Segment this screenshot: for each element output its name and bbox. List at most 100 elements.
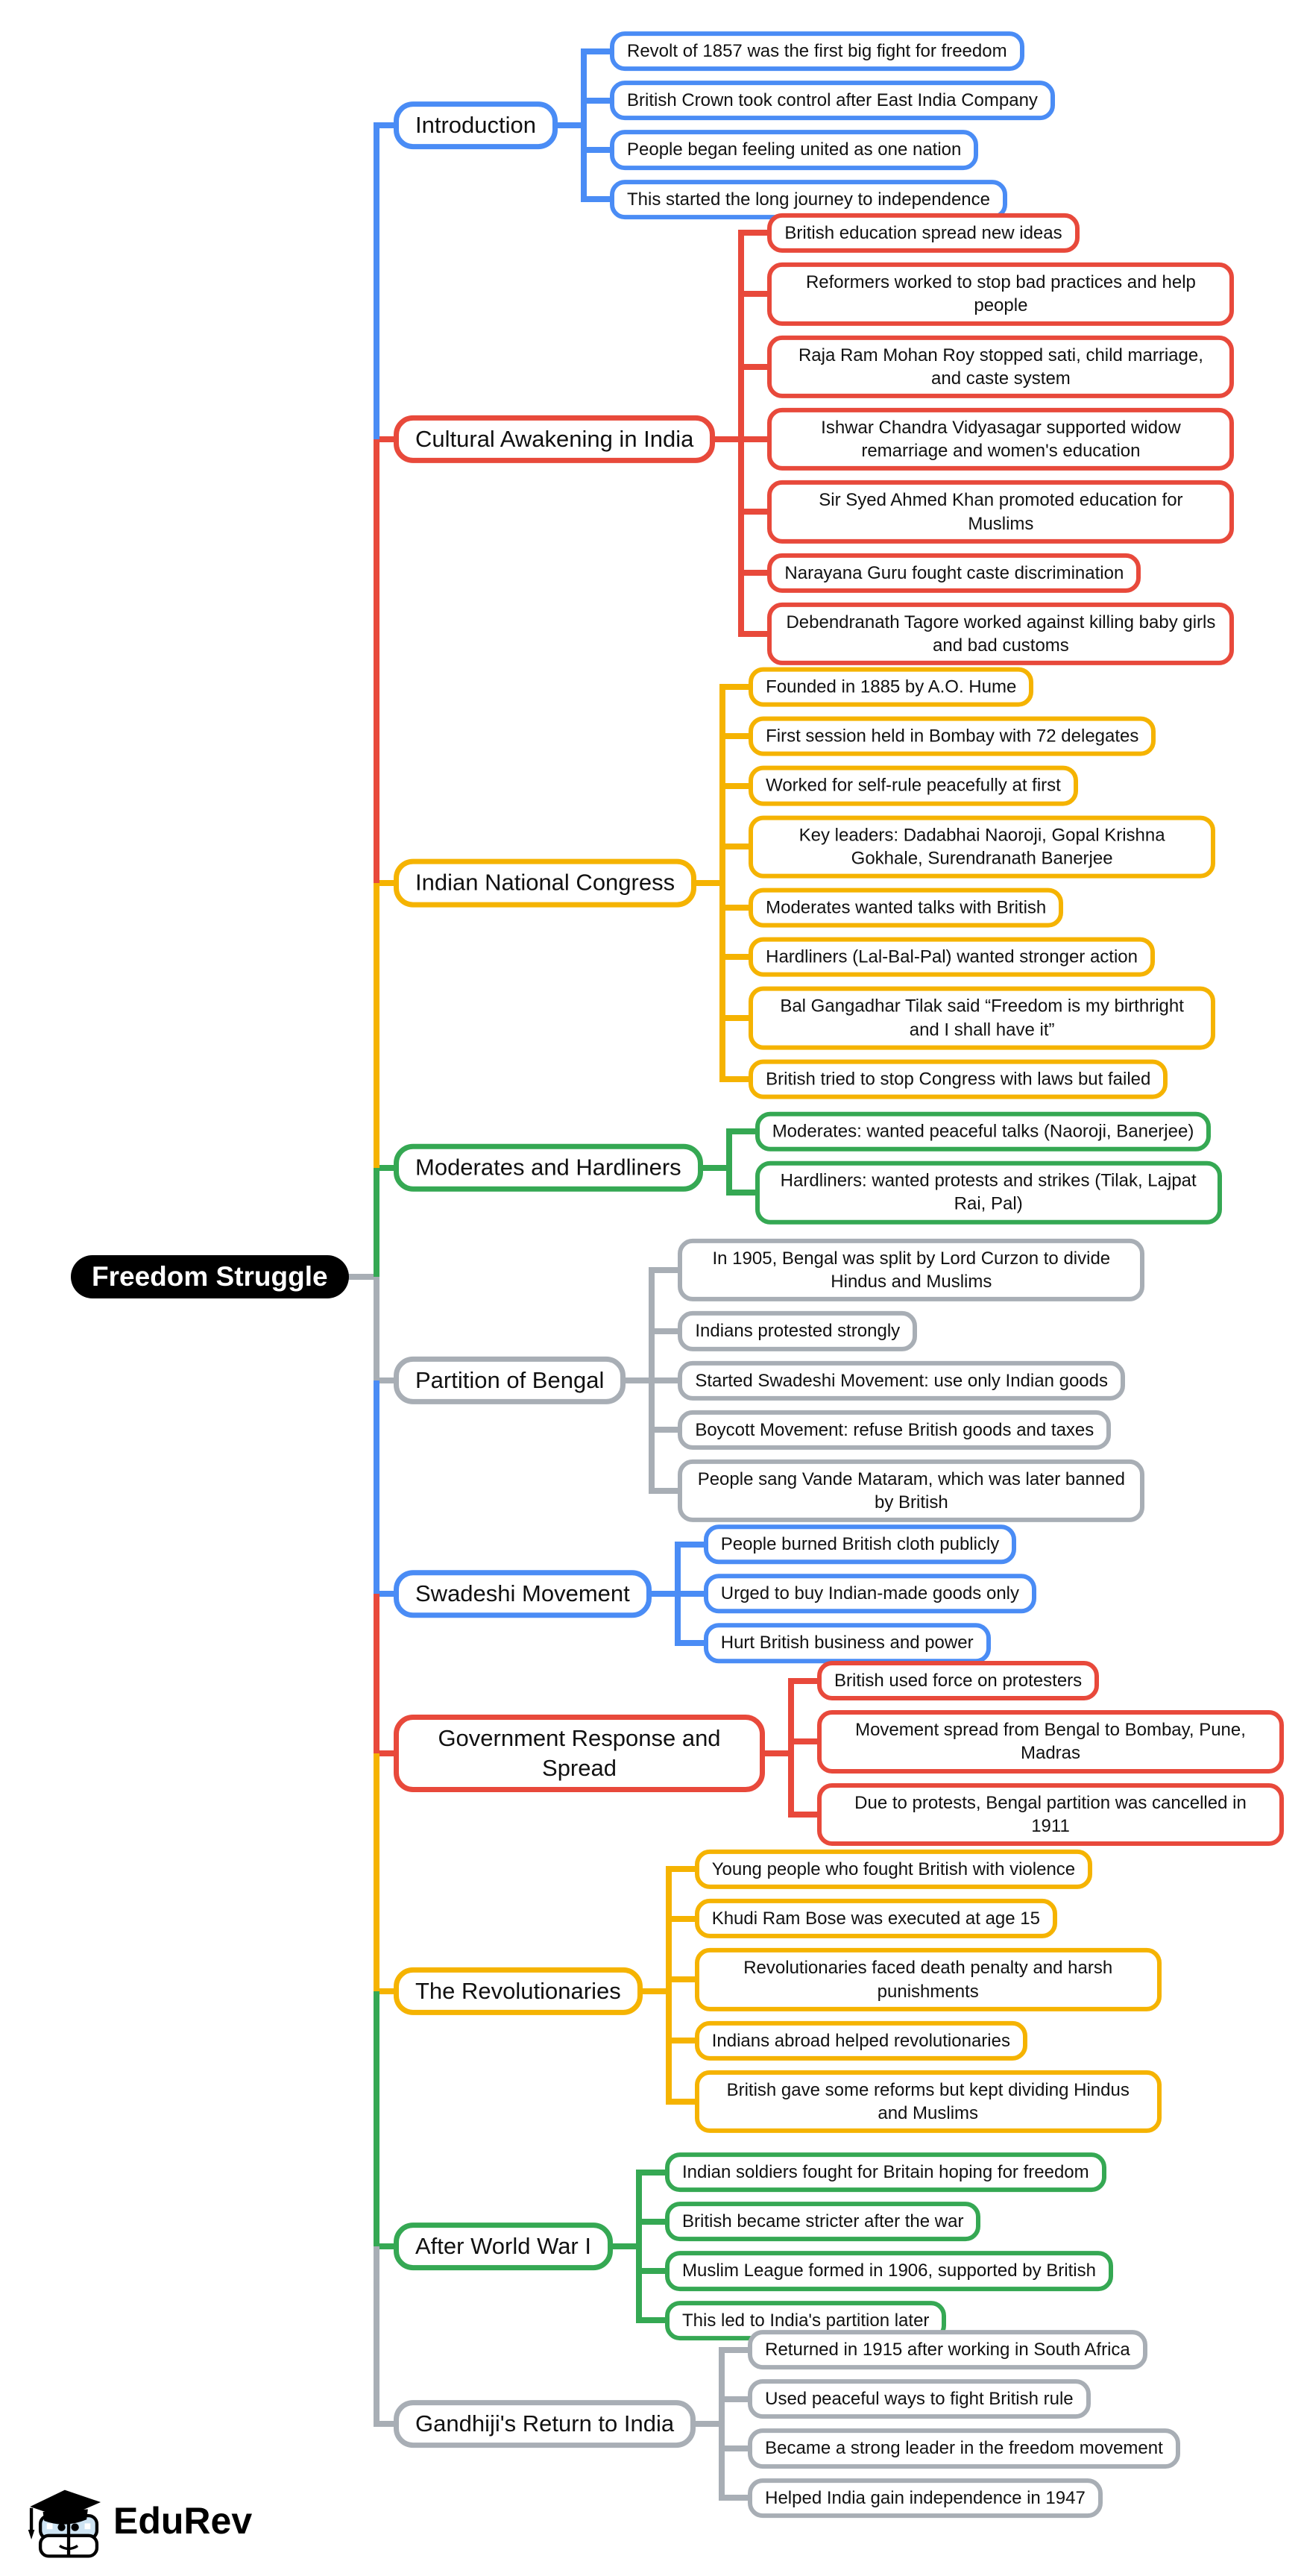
leaf-node: Hardliners: wanted protests and strikes … bbox=[755, 1160, 1222, 1225]
topic-node-the-revolutionaries: The Revolutionaries bbox=[394, 1967, 643, 2016]
leaf-node: In 1905, Bengal was split by Lord Curzon… bbox=[678, 1238, 1145, 1302]
topic-node-moderates-and-hardliners: Moderates and Hardliners bbox=[394, 1143, 703, 1193]
connector-line bbox=[374, 1168, 379, 1277]
connector-line bbox=[719, 2347, 751, 2353]
leaf-node: Helped India gain independence in 1947 bbox=[748, 2478, 1103, 2518]
connector-line bbox=[374, 1988, 397, 1994]
leaf-node: Used peaceful ways to fight British rule bbox=[748, 2379, 1091, 2419]
connector-line bbox=[374, 1591, 397, 1597]
leaf-group: In 1905, Bengal was split by Lord Curzon… bbox=[678, 1238, 1145, 1523]
connector-line bbox=[374, 1165, 397, 1171]
connector-line bbox=[344, 1274, 380, 1280]
leaf-group: Young people who fought British with vio… bbox=[694, 1849, 1162, 2134]
leaf-group: Returned in 1915 after working in South … bbox=[748, 2330, 1180, 2518]
connector-line bbox=[788, 1738, 820, 1744]
branch-indian-national-congress: Indian National Congress Founded in 1885 … bbox=[394, 667, 1216, 1099]
connector-line bbox=[719, 783, 752, 789]
leaf-node: British used force on protesters bbox=[817, 1661, 1100, 1701]
connector-line bbox=[788, 1812, 820, 1818]
connector-line bbox=[693, 2421, 725, 2427]
edurev-logo-icon bbox=[28, 2489, 101, 2558]
leaf-node: Revolutionaries faced death penalty and … bbox=[694, 1948, 1162, 2011]
connector-line bbox=[700, 1165, 732, 1171]
root-node: Freedom Struggle bbox=[71, 1255, 349, 1298]
connector-line bbox=[374, 2421, 397, 2427]
connector-line bbox=[623, 1377, 655, 1383]
leaf-node: British Crown took control after East In… bbox=[610, 81, 1055, 121]
leaf-node: Hardliners (Lal-Bal-Pal) wanted stronger… bbox=[749, 937, 1155, 977]
connector-line bbox=[738, 631, 770, 637]
connector-line bbox=[374, 1753, 379, 1991]
leaf-node: Indian soldiers fought for Britain hopin… bbox=[664, 2152, 1106, 2193]
leaf-node: Revolt of 1857 was the first big fight f… bbox=[610, 31, 1024, 72]
leaf-node: Returned in 1915 after working in South … bbox=[748, 2330, 1147, 2370]
connector-line bbox=[738, 436, 770, 442]
connector-line bbox=[719, 1076, 752, 1082]
topic-node-indian-national-congress: Indian National Congress bbox=[394, 858, 697, 908]
leaf-node: Moderates wanted talks with British bbox=[749, 888, 1064, 928]
connector-line bbox=[649, 1488, 681, 1494]
topic-node-government-response: Government Response and Spread bbox=[394, 1714, 765, 1793]
branch-government-response: Government Response and Spread British us… bbox=[394, 1661, 1284, 1846]
connector-line bbox=[738, 364, 770, 370]
leaf-group: Revolt of 1857 was the first big fight f… bbox=[610, 31, 1055, 219]
leaf-node: Hurt British business and power bbox=[703, 1623, 991, 1663]
leaf-node: Ishwar Chandra Vidyasagar supported wido… bbox=[767, 407, 1235, 471]
connector-line bbox=[666, 1866, 672, 2105]
branch-swadeshi-movement: Swadeshi Movement People burned British c… bbox=[394, 1524, 1037, 1663]
leaf-group: Moderates: wanted peaceful talks (Naoroj… bbox=[755, 1111, 1222, 1225]
leaf-node: People burned British cloth publicly bbox=[703, 1524, 1017, 1565]
topic-node-cultural-awakening: Cultural Awakening in India bbox=[394, 415, 716, 464]
connector-line bbox=[649, 1591, 681, 1597]
leaf-node: People began feeling united as one natio… bbox=[610, 130, 979, 170]
edurev-logo-text: EduRev bbox=[113, 2500, 253, 2542]
topic-node-swadeshi-movement: Swadeshi Movement bbox=[394, 1569, 652, 1618]
connector-line bbox=[610, 2243, 642, 2249]
leaf-node: Key leaders: Dadabhai Naoroji, Gopal Kri… bbox=[749, 815, 1216, 879]
connector-line bbox=[738, 230, 744, 637]
branch-the-revolutionaries: The Revolutionaries Young people who foug… bbox=[394, 1849, 1162, 2134]
connector-line bbox=[712, 436, 744, 442]
connector-line bbox=[636, 2170, 642, 2323]
leaf-node: People sang Vande Mataram, which was lat… bbox=[678, 1459, 1145, 1523]
leaf-node: Muslim League formed in 1906, supported … bbox=[664, 2251, 1113, 2291]
connector-line bbox=[666, 1866, 698, 1872]
connector-line bbox=[636, 2170, 668, 2176]
connector-line bbox=[374, 883, 379, 1168]
connector-line bbox=[640, 1988, 672, 1994]
connector-line bbox=[675, 1542, 707, 1548]
connector-line bbox=[581, 196, 613, 202]
connector-line bbox=[719, 733, 752, 739]
edurev-logo: EduRev bbox=[22, 2482, 252, 2560]
leaf-node: Narayana Guru fought caste discriminatio… bbox=[767, 553, 1141, 593]
connector-line bbox=[581, 48, 587, 202]
connector-line bbox=[719, 2347, 725, 2501]
leaf-node: Indians abroad helped revolutionaries bbox=[694, 2020, 1027, 2061]
connector-line bbox=[762, 1750, 794, 1756]
connector-line bbox=[726, 1128, 732, 1196]
connector-line bbox=[666, 2038, 698, 2043]
connector-line bbox=[738, 509, 770, 515]
connector-line bbox=[693, 880, 725, 886]
leaf-node: Khudi Ram Bose was executed at age 15 bbox=[694, 1899, 1057, 1939]
connector-line bbox=[374, 436, 397, 442]
connector-line bbox=[738, 291, 770, 297]
leaf-node: Founded in 1885 by A.O. Hume bbox=[749, 667, 1034, 707]
connector-line bbox=[719, 684, 725, 1082]
connector-line bbox=[636, 2268, 668, 2274]
connector-line bbox=[581, 147, 613, 153]
leaf-node: Became a strong leader in the freedom mo… bbox=[748, 2428, 1180, 2469]
leaf-node: Boycott Movement: refuse British goods a… bbox=[678, 1410, 1112, 1450]
connector-line bbox=[719, 844, 752, 849]
leaf-group: Indian soldiers fought for Britain hopin… bbox=[664, 2152, 1113, 2340]
leaf-node: First session held in Bombay with 72 del… bbox=[749, 716, 1156, 756]
leaf-node: British gave some reforms but kept divid… bbox=[694, 2070, 1162, 2134]
connector-line bbox=[719, 684, 752, 690]
leaf-node: Young people who fought British with vio… bbox=[694, 1849, 1093, 1890]
leaf-node: Raja Ram Mohan Roy stopped sati, child m… bbox=[767, 335, 1235, 398]
